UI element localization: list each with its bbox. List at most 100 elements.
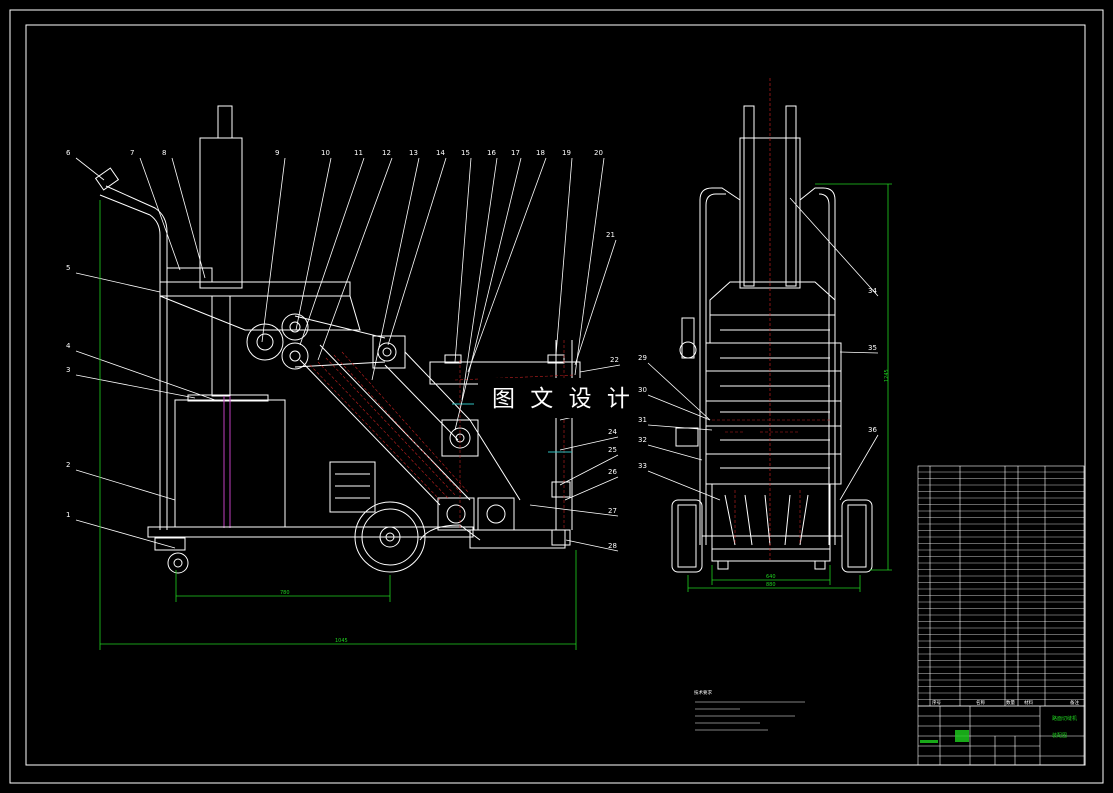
title-block <box>917 705 1085 766</box>
parts-rows <box>918 471 1084 700</box>
parts-header-name: 名称 <box>976 699 985 706</box>
drawing-title: 路面切缝机 <box>1052 715 1077 722</box>
front-balloon-21: 21 <box>606 231 615 239</box>
front-balloons: 1234567891011121314151617181920212223242… <box>66 149 619 550</box>
front-balloon-25: 25 <box>608 446 617 454</box>
front-balloon-8: 8 <box>162 149 166 157</box>
parts-list <box>917 465 1085 707</box>
front-leader-27 <box>529 504 619 517</box>
front-leader-14 <box>387 157 447 346</box>
front-leader-5 <box>75 272 161 293</box>
front-balloon-10: 10 <box>321 149 330 157</box>
front-balloon-19: 19 <box>562 149 571 157</box>
side-balloon-33: 33 <box>638 462 647 470</box>
dim-side-inner: 640 <box>766 574 776 580</box>
front-balloon-22: 22 <box>610 356 619 364</box>
side-leader-29 <box>647 362 711 421</box>
front-leader-8 <box>171 157 206 279</box>
side-leader-36 <box>839 434 879 501</box>
side-balloon-30: 30 <box>638 386 647 394</box>
outer-frame <box>9 9 1104 784</box>
front-leader-10 <box>295 157 332 331</box>
watermark-text: 图 文 设 计 <box>492 386 634 412</box>
front-leader-11 <box>299 157 365 346</box>
front-balloon-18: 18 <box>536 149 545 157</box>
front-balloon-6: 6 <box>66 149 71 157</box>
front-balloon-2: 2 <box>66 461 70 469</box>
side-balloon-36: 36 <box>868 426 877 434</box>
front-view <box>94 105 581 574</box>
side-balloon-34: 34 <box>868 287 877 295</box>
title-block-green-cells <box>920 730 969 743</box>
front-cyan-marks <box>452 403 572 453</box>
front-leader-17 <box>454 157 522 431</box>
front-leader-26 <box>564 476 619 501</box>
drawing-subtitle: 装配图 <box>1052 732 1067 739</box>
front-balloon-3: 3 <box>66 366 70 374</box>
front-leader-1 <box>75 519 176 549</box>
front-leader-21 <box>574 239 617 366</box>
front-leader-7 <box>139 157 181 271</box>
front-balloon-1: 1 <box>66 511 70 519</box>
side-leader-30 <box>647 394 711 421</box>
side-balloon-29: 29 <box>638 354 647 362</box>
side-balloon-35: 35 <box>868 344 877 352</box>
front-leaders <box>75 157 621 552</box>
side-view <box>671 105 873 573</box>
side-balloon-31: 31 <box>638 416 647 424</box>
side-leader-33 <box>647 470 721 501</box>
front-leader-15 <box>454 157 472 363</box>
parts-header-qty: 数量 <box>1006 699 1015 706</box>
front-balloon-5: 5 <box>66 264 70 272</box>
side-leader-32 <box>647 444 703 461</box>
front-balloon-7: 7 <box>130 149 134 157</box>
parts-header-no: 序号 <box>932 699 941 706</box>
side-leader-34 <box>789 197 879 297</box>
parts-header: 序号 名称 数量 材料 备注 <box>932 699 1079 706</box>
dim-side-outer: 880 <box>766 582 776 588</box>
front-balloon-11: 11 <box>354 149 363 157</box>
front-balloon-28: 28 <box>608 542 617 550</box>
front-balloon-15: 15 <box>461 149 470 157</box>
front-leader-16 <box>461 157 498 401</box>
inner-frame <box>25 24 1086 766</box>
front-balloon-20: 20 <box>594 149 603 157</box>
front-leader-12 <box>317 157 393 361</box>
front-balloon-26: 26 <box>608 468 617 476</box>
front-balloon-17: 17 <box>511 149 520 157</box>
front-leader-19 <box>555 157 573 356</box>
front-leader-25 <box>559 454 619 486</box>
front-leader-22 <box>579 364 621 373</box>
notes-title: 技术要求 <box>694 689 712 696</box>
front-leader-24 <box>559 436 619 451</box>
front-leader-18 <box>467 157 547 373</box>
front-leader-6 <box>75 157 105 181</box>
side-hatch <box>712 78 830 560</box>
side-leaders <box>647 197 879 501</box>
front-leader-2 <box>75 469 176 501</box>
front-balloon-9: 9 <box>275 149 279 157</box>
front-dimensions <box>99 200 577 650</box>
front-hatch <box>309 340 576 530</box>
front-leader-28 <box>565 539 619 552</box>
front-leader-4 <box>75 350 216 401</box>
parts-header-remark: 备注 <box>1070 699 1079 706</box>
watermark-background <box>478 378 634 418</box>
dim-front-wheelbase: 780 <box>280 590 290 596</box>
side-balloons: 29 30 31 32 33 34 35 36 <box>638 287 877 470</box>
front-balloon-24: 24 <box>608 428 617 436</box>
side-leader-31 <box>647 424 713 431</box>
front-balloon-4: 4 <box>66 342 71 350</box>
front-leader-3 <box>75 374 196 399</box>
notes-lines <box>695 701 805 731</box>
front-balloon-13: 13 <box>409 149 418 157</box>
front-leader-13 <box>371 157 420 381</box>
front-balloon-27: 27 <box>608 507 617 515</box>
dim-side-height: 1245 <box>884 369 890 382</box>
side-balloon-32: 32 <box>638 436 647 444</box>
parts-header-material: 材料 <box>1024 699 1033 706</box>
front-leader-20 <box>574 157 605 376</box>
front-balloon-16: 16 <box>487 149 496 157</box>
front-balloon-14: 14 <box>436 149 445 157</box>
